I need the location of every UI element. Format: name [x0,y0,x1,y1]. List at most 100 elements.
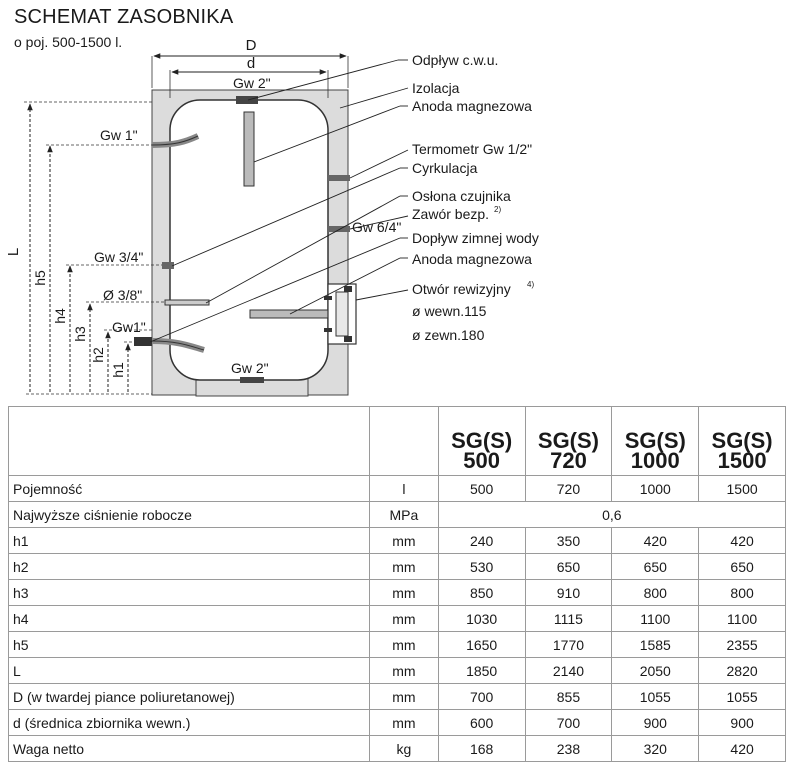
value-cell: 1055 [611,683,700,710]
page-subtitle: o poj. 500-1500 l. [14,34,123,50]
unit-cell: mm [369,605,439,632]
value-cell: 650 [611,553,700,580]
value-cell: 700 [437,683,526,710]
callout-wewn: ø wewn.115 [412,303,487,319]
phi38-label: Ø 3/8" [103,287,142,303]
spec-table: SG(S)500 SG(S)720 SG(S)1000 SG(S)1500 Po… [7,406,787,762]
value-cell: 900 [698,709,786,736]
unit-cell: mm [369,683,439,710]
callout-anoda-top: Anoda magnezowa [412,98,532,114]
header-model: SG(S)500 [437,406,526,476]
value-cell: 350 [524,527,613,554]
unit-cell: mm [369,709,439,736]
gw64-label: Gw 6/4" [352,219,401,235]
dimension-h5-label: h5 [32,270,48,286]
value-cell: 1100 [611,605,700,632]
value-cell: 240 [437,527,526,554]
unit-cell: mm [369,631,439,658]
value-cell: 650 [698,553,786,580]
param-cell: h1 [7,527,371,554]
value-cell: 1115 [524,605,613,632]
gw34-stub [162,262,174,269]
value-cell: 1850 [437,657,526,684]
param-cell: d (średnica zbiornika wewn.) [7,709,371,736]
callout-izolacja: Izolacja [412,80,460,96]
callout-zewn: ø zewn.180 [412,327,485,343]
callout-zawor: Zawór bezp. [412,206,489,222]
footnote-zawor: 2) [494,205,501,214]
value-cell: 800 [698,579,786,606]
header-model: SG(S)1000 [611,406,700,476]
gw34-label: Gw 3/4" [94,249,143,265]
gw2-top-label: Gw 2" [233,75,271,91]
header-model: SG(S)720 [524,406,613,476]
sensor-sleeve [164,299,210,306]
param-cell: h2 [7,553,371,580]
value-cell: 800 [611,579,700,606]
dimension-h3-label: h3 [72,326,88,342]
header-param [7,406,371,476]
value-cell: 1770 [524,631,613,658]
unit-cell: mm [369,553,439,580]
callout-oslona: Osłona czujnika [412,188,511,204]
dimension-h4-label: h4 [52,308,68,324]
value-cell: 600 [437,709,526,736]
value-cell: 1000 [611,475,700,502]
table-header-row: SG(S)500 SG(S)720 SG(S)1000 SG(S)1500 [7,406,786,476]
param-cell: Waga netto [7,735,371,762]
callout-anoda-bottom: Anoda magnezowa [412,251,532,267]
value-cell: 2140 [524,657,613,684]
top-anode [243,111,255,187]
param-cell: L [7,657,371,684]
callout-termometr: Termometr Gw 1/2" [412,141,532,157]
value-cell: 168 [437,735,526,762]
value-cell: 850 [437,579,526,606]
value-cell: 320 [611,735,700,762]
value-cell: 1650 [437,631,526,658]
page-title: SCHEMAT ZASOBNIKA [14,6,234,28]
value-cell: 700 [524,709,613,736]
value-cell: 855 [524,683,613,710]
unit-cell: l [369,475,439,502]
dimension-h1-label: h1 [110,362,126,378]
value-cell: 420 [698,735,786,762]
value-cell: 238 [524,735,613,762]
thermometer-fitting [328,175,350,181]
gw1-bottom-fitting [134,337,152,346]
callout-otwor: Otwór rewizyjny [412,281,511,297]
param-cell: h3 [7,579,371,606]
gw2-bottom-label: Gw 2" [231,360,269,376]
dimension-d-label: d [247,55,255,72]
unit-cell: mm [369,579,439,606]
value-cell: 0,6 [437,501,787,528]
value-cell: 910 [524,579,613,606]
param-cell: D (w twardej piance poliuretanowej) [7,683,371,710]
value-cell: 900 [611,709,700,736]
unit-cell: kg [369,735,439,762]
bottom-anode [249,309,329,319]
value-cell: 720 [524,475,613,502]
value-cell: 1055 [698,683,786,710]
value-cell: 2355 [698,631,786,658]
gw1-top-label: Gw 1" [100,127,138,143]
value-cell: 500 [437,475,526,502]
param-cell: h5 [7,631,371,658]
value-cell: 420 [611,527,700,554]
gw1-bottom-label: Gw1" [112,319,146,335]
callout-cyrkulacja: Cyrkulacja [412,160,478,176]
param-cell: h4 [7,605,371,632]
tank-schematic: D d L h5 h4 h3 h2 h1 Gw 2" Gw 2" Gw 1" G… [5,37,539,397]
header-unit [369,406,439,476]
footnote-otwor: 4) [527,280,534,289]
value-cell: 530 [437,553,526,580]
param-cell: Najwyższe ciśnienie robocze [7,501,371,528]
